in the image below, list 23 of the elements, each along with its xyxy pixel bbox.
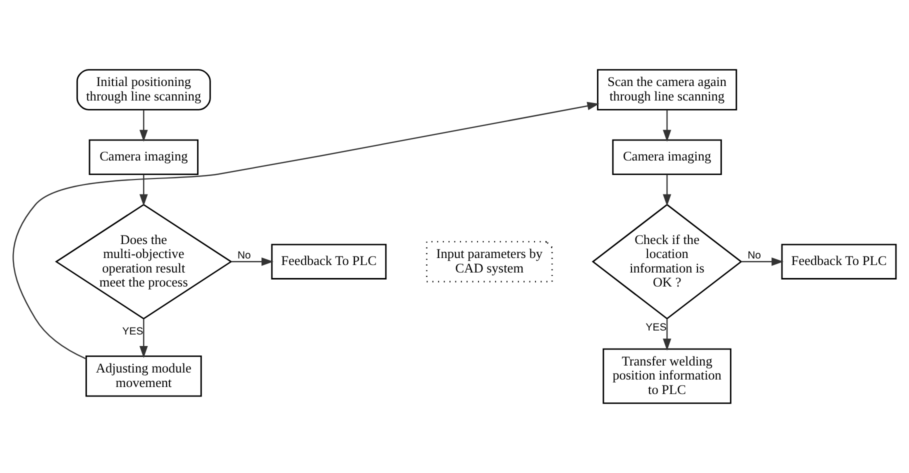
node-diamond: Does the multi-objective operation result meet the process [54, 204, 232, 320]
arrow [662, 110, 672, 142]
edge-label: YES [646, 322, 667, 334]
node-box: Feedback To PLC [271, 244, 387, 280]
node-box: Feedback To PLC [781, 244, 897, 280]
arrow [231, 257, 274, 266]
node-box: Initial positioning through line scanning [76, 69, 211, 110]
node-box: Scan the camera again through line scanning [596, 69, 738, 110]
edge-label: YES [122, 326, 144, 338]
edge-label: No [748, 250, 761, 262]
node-diamond: Check if the location information is OK ? [592, 204, 742, 320]
node-box: Camera imaging [612, 139, 722, 175]
arrow [139, 174, 148, 206]
arrow [662, 318, 672, 351]
node-box: Adjusting module movement [85, 355, 202, 397]
arrow [139, 318, 148, 358]
arrow [662, 174, 672, 206]
node-box: Transfer welding position information to PLC [602, 348, 732, 404]
node-box: Camera imaging [88, 139, 199, 175]
arrow [12, 102, 600, 360]
arrow [741, 257, 784, 266]
edge-label: No [238, 250, 251, 262]
arrow [139, 110, 148, 142]
